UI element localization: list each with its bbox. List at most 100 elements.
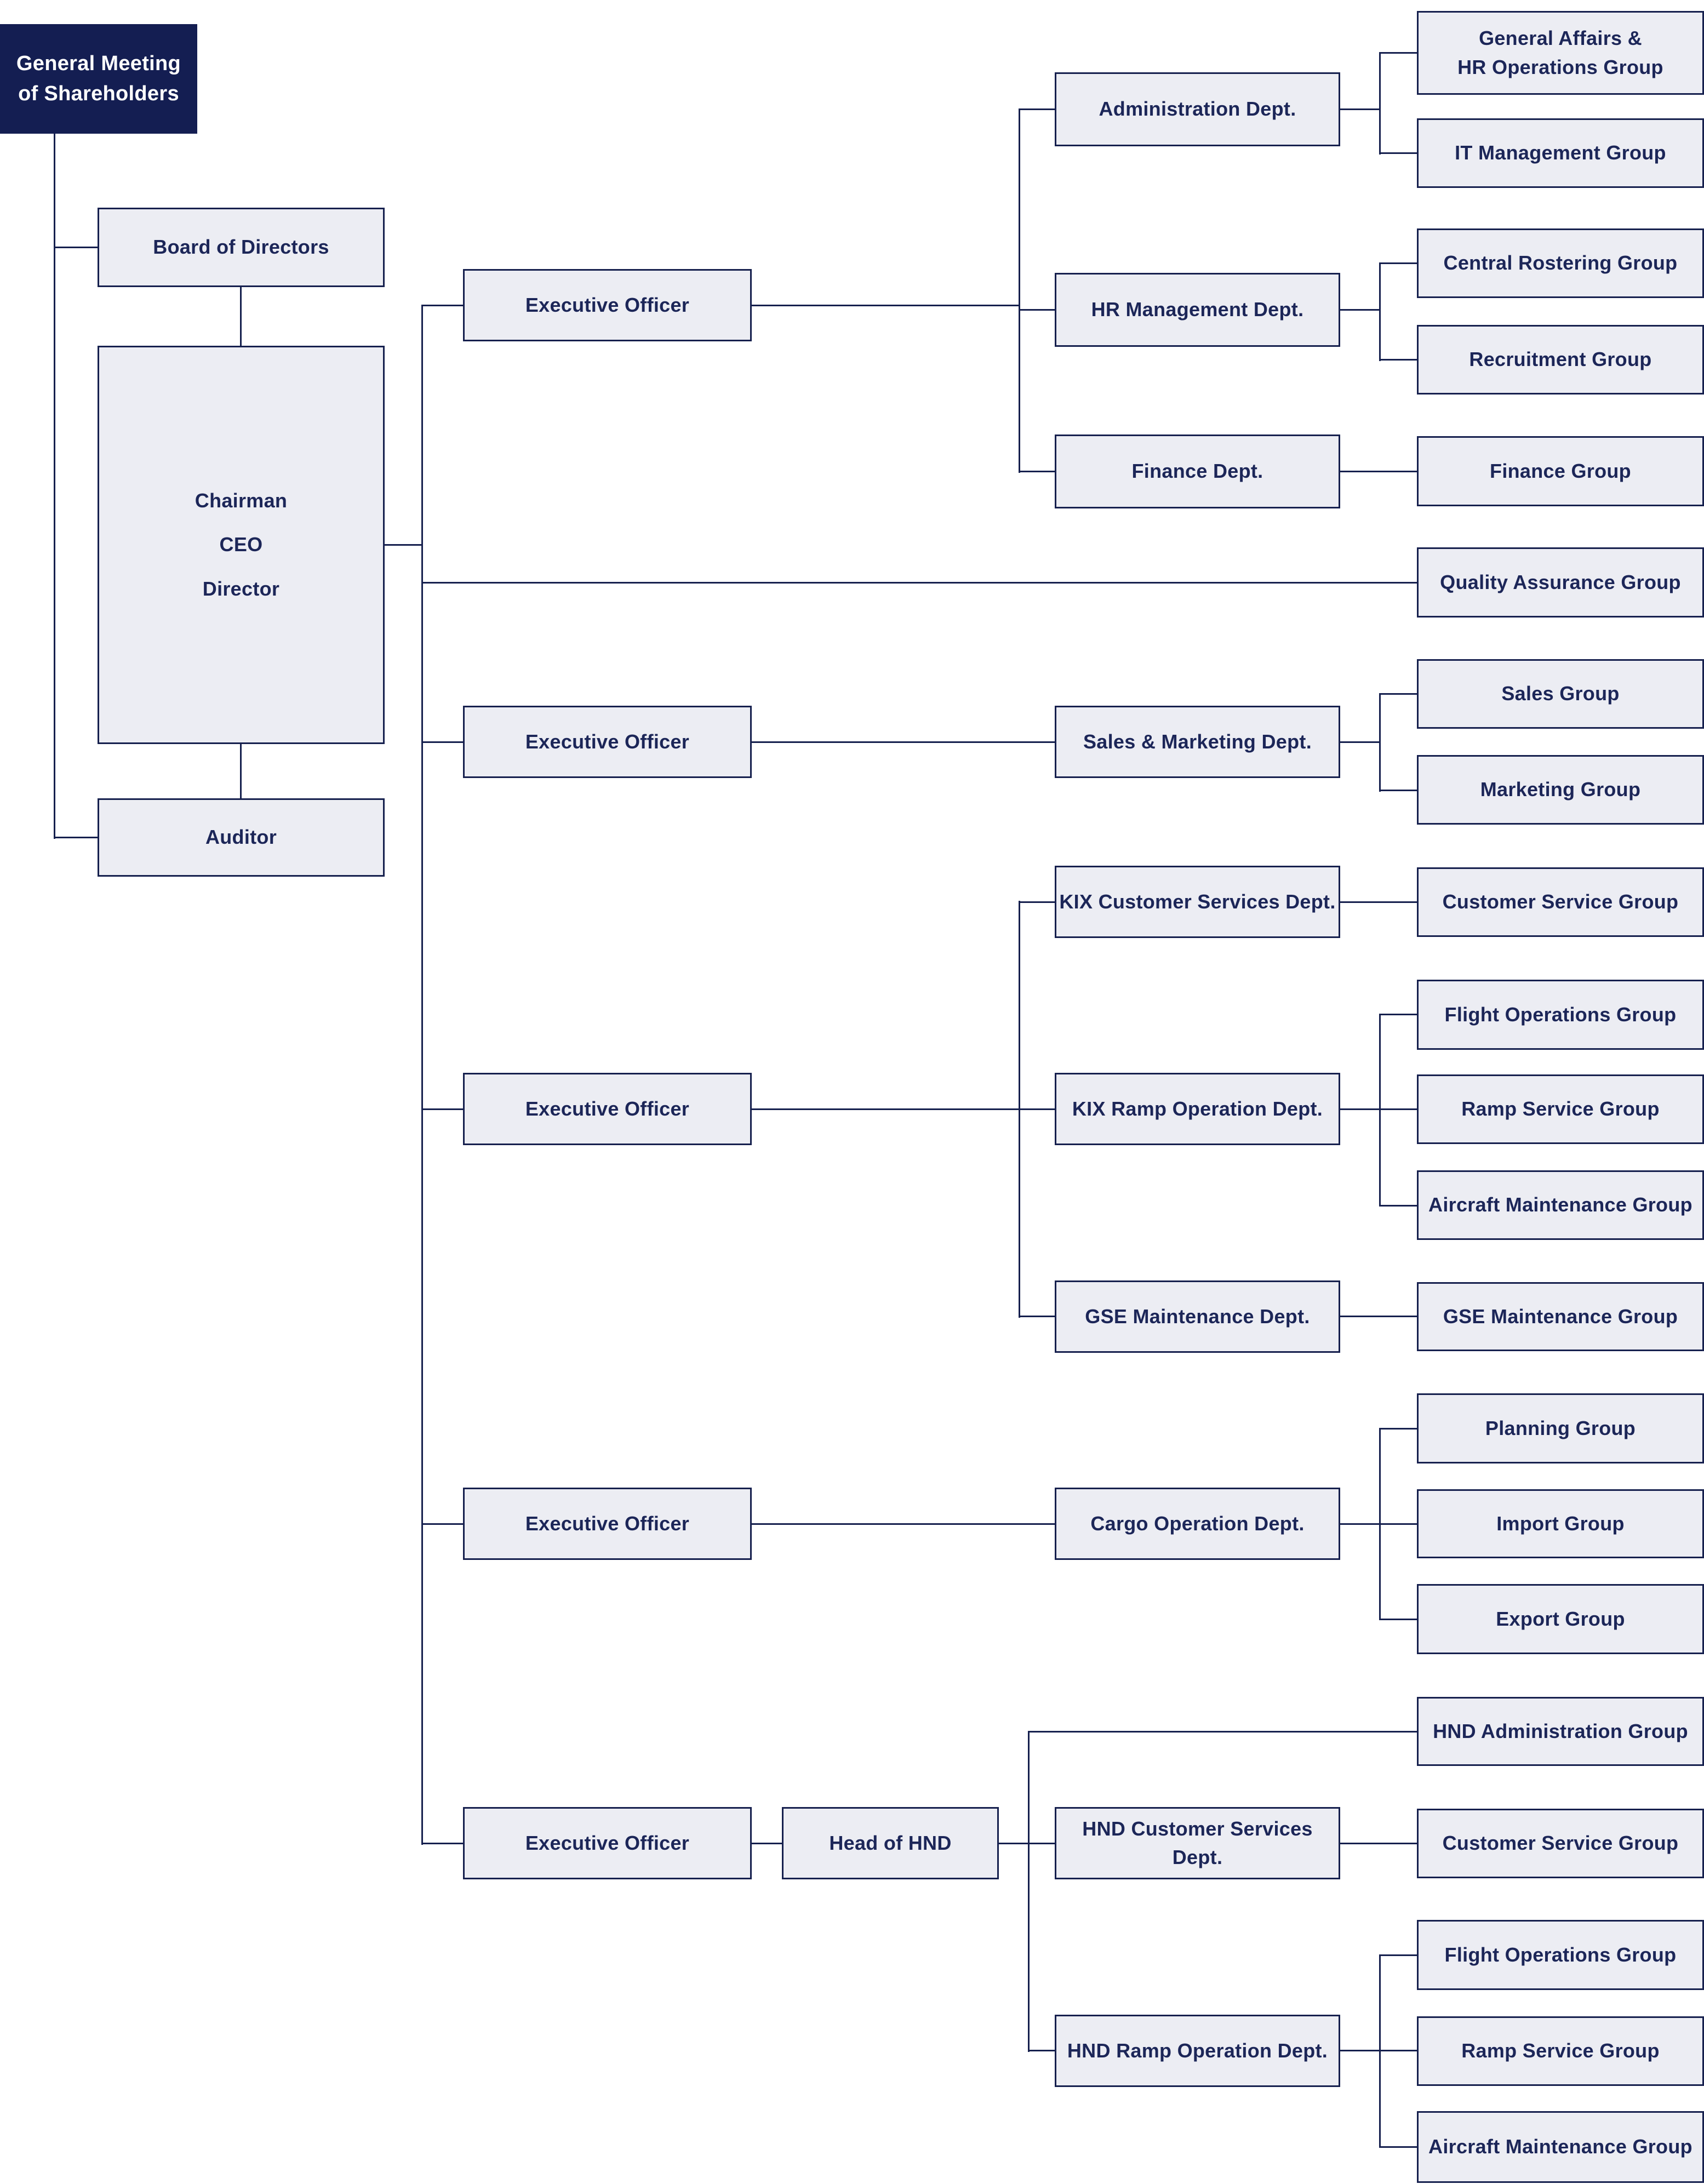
node-label: Flight Operations Group	[1444, 1943, 1677, 1966]
connector-eo1-dept-trunk	[752, 305, 1020, 306]
connector-root-board	[54, 247, 100, 248]
connector-root-trunk	[54, 134, 55, 839]
connector-hnd-aircraft-branch	[1379, 2146, 1417, 2148]
node-label: Head of HND	[829, 1831, 952, 1854]
connector-hnd-cs-group	[1340, 1843, 1417, 1844]
connector-general-affairs-branch	[1379, 52, 1417, 54]
connector-admin-group-trunk	[1379, 52, 1381, 155]
node-label: Auditor	[205, 826, 277, 849]
node-label: Cargo Operation Dept.	[1090, 1512, 1305, 1535]
group-hnd-customer-service: Customer Service Group	[1417, 1809, 1704, 1878]
connector-finance-branch	[1019, 471, 1055, 472]
connector-sm-group-trunk	[1379, 693, 1381, 792]
connector-planning-branch	[1379, 1428, 1417, 1430]
connector-hnd-ramp-group-feed	[1340, 2050, 1381, 2051]
node-label: HND Ramp Operation Dept.	[1067, 2039, 1328, 2062]
node-label: Sales Group	[1501, 682, 1620, 705]
node-general-meeting-of-shareholders: General Meeting of Shareholders	[0, 24, 197, 134]
group-hnd-ramp-service: Ramp Service Group	[1417, 2016, 1704, 2086]
group-recruitment: Recruitment Group	[1417, 325, 1704, 395]
dept-kix-ramp-operation: KIX Ramp Operation Dept.	[1055, 1073, 1340, 1145]
node-label: GSE Maintenance Dept.	[1085, 1305, 1310, 1328]
connector-central-rostering-branch	[1379, 262, 1417, 264]
node-label-line1: General Meeting	[16, 52, 181, 75]
dept-hr-management: HR Management Dept.	[1055, 273, 1340, 347]
connector-marketing-branch	[1379, 790, 1417, 791]
connector-kix-ramp-service-branch	[1379, 1108, 1417, 1110]
group-gse-maintenance: GSE Maintenance Group	[1417, 1282, 1704, 1351]
connector-hnd-administration-group	[1028, 1731, 1417, 1733]
connector-dept-trunk-admin-cluster	[1019, 108, 1020, 473]
node-executive-officer-1: Executive Officer	[463, 269, 752, 341]
node-label: HND Administration Group	[1433, 1719, 1688, 1742]
connector-quality-assurance	[421, 582, 1417, 584]
node-executive-officer-2: Executive Officer	[463, 706, 752, 778]
connector-kix-aircraft-branch	[1379, 1205, 1417, 1207]
node-label-line2: HR Operations Group	[1457, 55, 1663, 78]
node-label: Customer Service Group	[1442, 1832, 1679, 1855]
dept-sales-marketing: Sales & Marketing Dept.	[1055, 706, 1340, 778]
node-label: Board of Directors	[153, 236, 329, 259]
dept-kix-customer-services: KIX Customer Services Dept.	[1055, 866, 1340, 938]
group-central-rostering: Central Rostering Group	[1417, 228, 1704, 298]
group-quality-assurance: Quality Assurance Group	[1417, 547, 1704, 618]
connector-it-management-branch	[1379, 152, 1417, 154]
connector-recruitment-branch	[1379, 359, 1417, 361]
connector-hnd-ramp-branch	[1028, 2050, 1055, 2051]
role-chairman: Chairman	[195, 489, 288, 512]
connector-gse-branch	[1019, 1316, 1055, 1317]
connector-export-branch	[1379, 1619, 1417, 1620]
group-hnd-flight-operations: Flight Operations Group	[1417, 1920, 1704, 1990]
node-label: Aircraft Maintenance Group	[1428, 2135, 1692, 2158]
node-label: IT Management Group	[1455, 141, 1666, 164]
connector-eo4-branch	[421, 1523, 463, 1525]
connector-import-branch	[1379, 1523, 1417, 1525]
group-kix-customer-service: Customer Service Group	[1417, 867, 1704, 937]
connector-kix-cs-group	[1340, 901, 1417, 903]
connector-hr-group-feed	[1340, 309, 1381, 311]
connector-kix-ramp-branch	[1019, 1108, 1055, 1110]
node-label: Central Rostering Group	[1443, 251, 1678, 275]
connector-eo2-branch	[421, 741, 463, 743]
role-ceo: CEO	[219, 533, 263, 556]
group-hnd-aircraft-maintenance: Aircraft Maintenance Group	[1417, 2111, 1704, 2183]
node-label: GSE Maintenance Group	[1443, 1305, 1678, 1328]
node-chairman-ceo-director: Chairman CEO Director	[98, 346, 385, 744]
dept-administration: Administration Dept.	[1055, 72, 1340, 146]
node-label: Planning Group	[1485, 1416, 1636, 1439]
role-director: Director	[202, 577, 280, 600]
node-label: Quality Assurance Group	[1440, 570, 1681, 593]
node-label: Executive Officer	[525, 293, 690, 316]
group-hnd-administration: HND Administration Group	[1417, 1697, 1704, 1766]
connector-eo5-head-of-hnd	[752, 1843, 782, 1844]
group-marketing: Marketing Group	[1417, 755, 1704, 825]
node-executive-officer-3: Executive Officer	[463, 1073, 752, 1145]
group-sales: Sales Group	[1417, 659, 1704, 729]
connector-hnd-trunk	[1028, 1731, 1030, 2052]
group-kix-flight-operations: Flight Operations Group	[1417, 980, 1704, 1050]
connector-hnd-cs-branch	[1028, 1843, 1055, 1844]
node-label-line2: of Shareholders	[18, 82, 179, 105]
connector-hr-branch	[1019, 309, 1055, 311]
node-executive-officer-4: Executive Officer	[463, 1488, 752, 1560]
node-label: Flight Operations Group	[1444, 1003, 1677, 1026]
node-label: Aircraft Maintenance Group	[1428, 1193, 1692, 1216]
node-label: HND Customer Services Dept.	[1082, 1817, 1313, 1868]
connector-kix-ramp-group-trunk	[1379, 1014, 1381, 1207]
connector-admin-group-feed	[1340, 108, 1381, 110]
group-finance: Finance Group	[1417, 436, 1704, 506]
group-planning: Planning Group	[1417, 1393, 1704, 1463]
connector-eo1-branch	[421, 305, 463, 306]
connector-administration-branch	[1019, 108, 1055, 110]
connector-board-chairman	[240, 285, 242, 347]
node-label: Export Group	[1496, 1607, 1625, 1630]
node-label: Administration Dept.	[1099, 98, 1296, 121]
connector-hnd-flight-ops-branch	[1379, 1954, 1417, 1956]
group-kix-aircraft-maintenance: Aircraft Maintenance Group	[1417, 1170, 1704, 1240]
node-label: Executive Officer	[525, 1831, 690, 1854]
connector-root-auditor	[54, 837, 100, 838]
connector-sm-group-feed	[1340, 741, 1381, 743]
node-label: Ramp Service Group	[1461, 1097, 1660, 1120]
group-it-management: IT Management Group	[1417, 118, 1704, 188]
